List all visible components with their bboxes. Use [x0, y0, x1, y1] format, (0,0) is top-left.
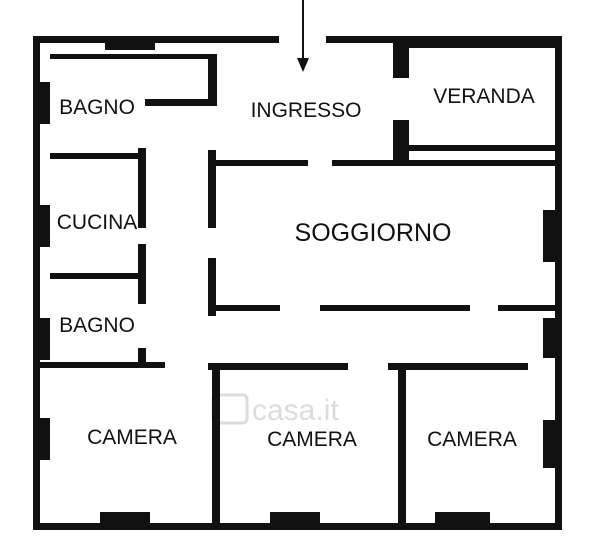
room-label-bagno-top: BAGNO: [59, 96, 135, 119]
room-label-bagno-bottom: BAGNO: [59, 314, 135, 337]
wall-bagno-bottom-right: [138, 348, 146, 366]
window-right-1: [543, 210, 555, 262]
wall-soggiorno-top-right: [332, 160, 555, 166]
entrance-arrow-icon: [297, 58, 309, 72]
room-labels: BAGNO INGRESSO VERANDA CUCINA SOGGIORNO …: [57, 85, 535, 451]
room-label-ingresso: INGRESSO: [251, 99, 362, 122]
wall-bagno-top-right: [208, 54, 217, 106]
room-label-veranda: VERANDA: [433, 85, 535, 108]
window-left-2: [40, 205, 50, 247]
wall-camera-divider-right: [398, 370, 406, 523]
watermark: casa.it: [211, 393, 339, 427]
room-label-camera-middle: CAMERA: [267, 428, 357, 451]
room-label-camera-left: CAMERA: [87, 426, 177, 449]
wall-cucina-bagno: [50, 273, 146, 279]
wall-cucina-right-lower: [138, 244, 146, 304]
wall-left: [33, 36, 40, 530]
window-right-2: [543, 318, 555, 358]
wall-veranda-left-lower: [393, 120, 409, 162]
window-right-3: [543, 420, 555, 468]
wall-bagno-cucina: [50, 153, 140, 159]
wall-bagno-top-door: [145, 99, 208, 106]
outer-walls: [33, 0, 562, 530]
wall-soggiorno-bottom-2: [320, 305, 470, 311]
window-bottom-2: [270, 512, 320, 523]
watermark-text: casa.it: [252, 394, 339, 427]
wall-camera-divider-left: [212, 370, 220, 523]
wall-bagno-camera: [40, 362, 165, 368]
wall-camera-top-right: [388, 363, 528, 370]
wall-veranda-top: [409, 42, 555, 48]
interior-walls: [40, 36, 555, 523]
wall-veranda-bottom: [409, 145, 555, 151]
wall-soggiorno-left-lower: [208, 258, 216, 316]
wall-cucina-right-upper: [138, 148, 146, 228]
wall-veranda-left-upper: [393, 36, 409, 78]
wall-top-left: [33, 36, 279, 43]
wall-bagno-top-upper: [50, 54, 210, 59]
window-bottom-1: [100, 512, 150, 523]
room-label-soggiorno: SOGGIORNO: [295, 219, 452, 247]
window-left-4: [40, 418, 50, 460]
wall-bottom: [33, 523, 562, 530]
wall-camera-top-middle: [208, 363, 348, 370]
wall-top-right: [326, 36, 562, 43]
window-bottom-3: [435, 512, 490, 523]
wall-soggiorno-bottom-1: [216, 305, 280, 311]
room-label-cucina: CUCINA: [57, 211, 138, 234]
room-label-camera-right: CAMERA: [427, 428, 517, 451]
wall-soggiorno-top-left: [216, 160, 308, 166]
window-left-1: [40, 82, 50, 124]
wall-right: [555, 36, 562, 530]
wall-soggiorno-bottom-3: [498, 305, 555, 311]
wall-soggiorno-left-upper: [208, 150, 216, 228]
window-top-left: [105, 43, 155, 50]
window-left-3: [40, 318, 50, 360]
